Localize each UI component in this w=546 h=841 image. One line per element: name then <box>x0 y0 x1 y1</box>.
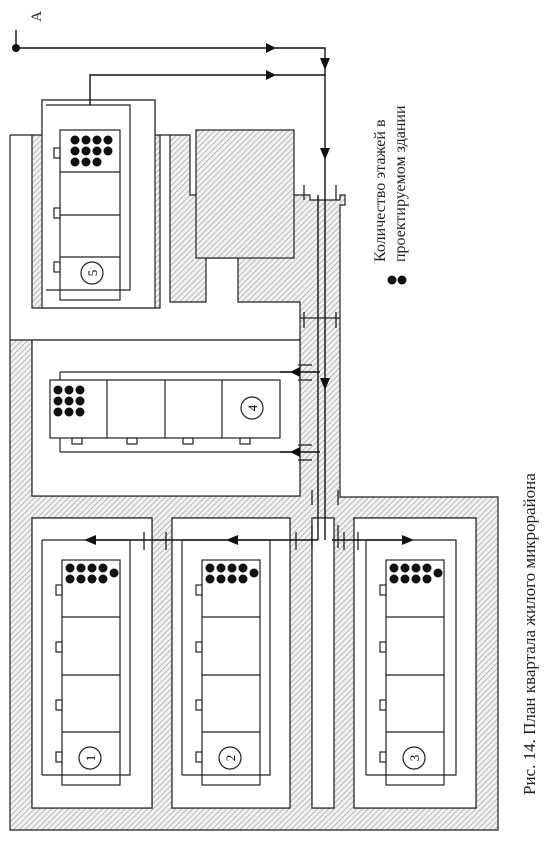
building-3-number-circle <box>402 746 426 770</box>
building-2-floors <box>205 563 259 584</box>
building-4-number: 4 <box>245 404 260 411</box>
building-5-number: 5 <box>85 270 100 277</box>
figure-caption: Рис. 14. План квартала жилого микрорайон… <box>520 473 539 795</box>
building-3-floors <box>389 563 443 584</box>
legend-dots <box>387 275 407 285</box>
building-4-number-circle <box>240 396 264 420</box>
flow-arrows <box>84 43 414 545</box>
street-slot <box>311 517 335 809</box>
building-1-number: 1 <box>83 755 98 762</box>
legend-text-line-1: Количество этажей в <box>372 119 389 262</box>
hatched-block <box>195 129 295 259</box>
point-a-label: А <box>28 11 45 22</box>
building-3-number: 3 <box>407 755 422 762</box>
building-4 <box>49 371 300 453</box>
point-a-marker <box>12 44 20 52</box>
building-2-number-circle <box>218 746 242 770</box>
legend-text-line-2: проектируемом здании <box>392 105 409 262</box>
building-1-floors <box>65 563 119 584</box>
building-5-number-circle <box>80 261 104 285</box>
building-1-number-circle <box>78 746 102 770</box>
building-4-floors <box>53 385 85 417</box>
building-2-number: 2 <box>223 755 238 762</box>
building-5-floors <box>70 135 113 167</box>
pipe-crossings <box>143 185 359 550</box>
